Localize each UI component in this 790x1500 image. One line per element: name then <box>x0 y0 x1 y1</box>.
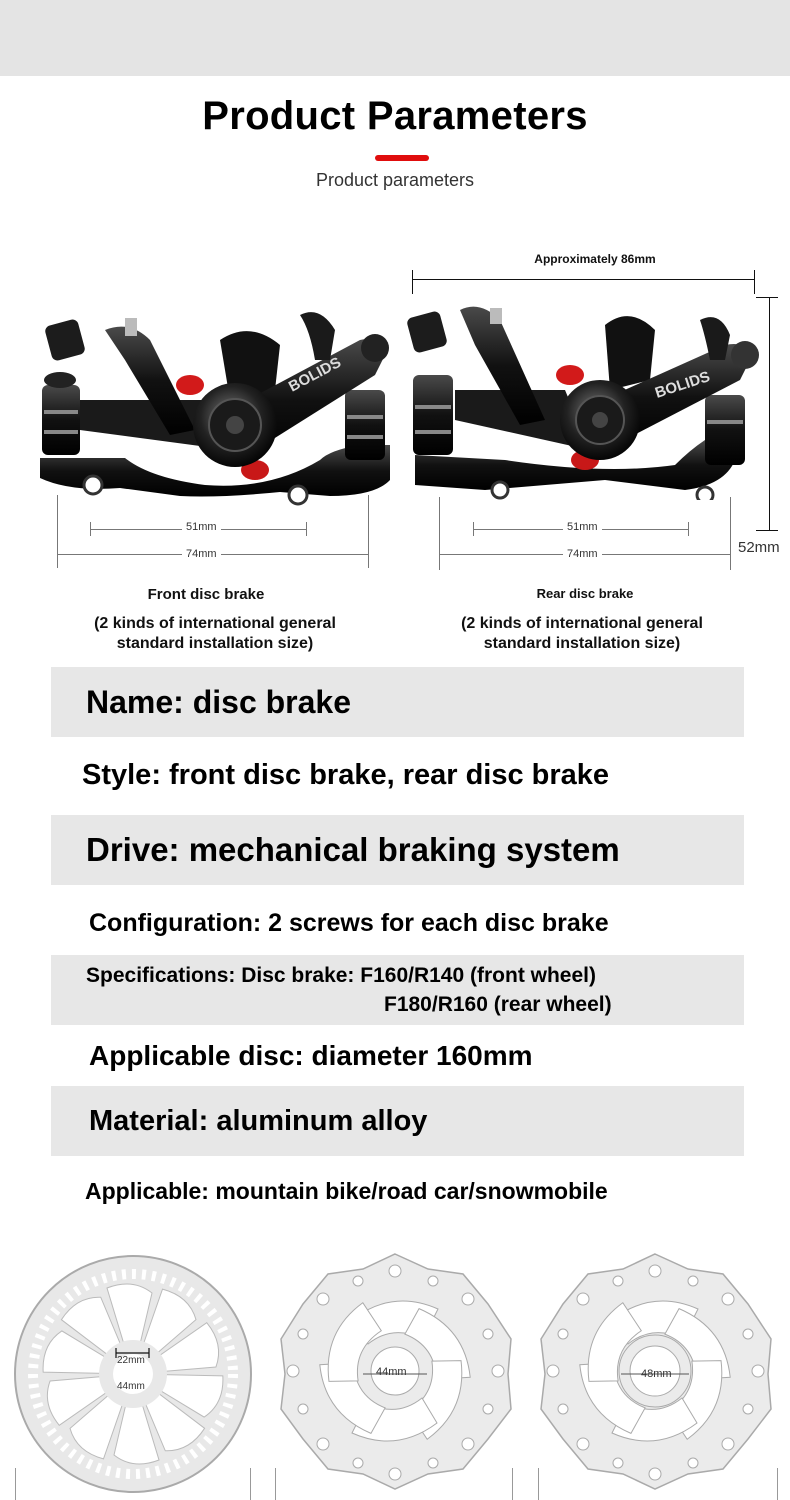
spec-configuration-text: Configuration: 2 screws for each disc br… <box>89 908 609 937</box>
dim-tick <box>306 522 307 536</box>
page-subtitle: Product parameters <box>315 170 475 190</box>
spec-row-specifications: Specifications: Disc brake: F160/R140 (f… <box>51 955 744 1025</box>
guide-line <box>512 1468 513 1500</box>
title-accent-rule <box>375 155 429 161</box>
spec-row-configuration: Configuration: 2 screws for each disc br… <box>51 890 744 956</box>
dim-tick <box>756 297 778 298</box>
top-gray-band <box>0 0 790 76</box>
spec-row-applicable: Applicable: mountain bike/road car/snowm… <box>51 1160 744 1222</box>
rear-caliper-note-line1: (2 kinds of international general <box>461 615 703 632</box>
page-title: Product Parameters <box>202 94 588 138</box>
dim-tick <box>730 497 731 570</box>
guide-line <box>250 1468 251 1500</box>
rear-caliper-image: BOLIDS <box>405 300 765 500</box>
spec-row-style: Style: front disc brake, rear disc brake <box>51 740 744 810</box>
spec-row-applicable-disc: Applicable disc: diameter 160mm <box>51 1025 744 1087</box>
dim-tick <box>368 495 369 568</box>
rear-caliper-note: (2 kinds of international general standa… <box>417 614 747 654</box>
spec-row-material: Material: aluminum alloy <box>51 1086 744 1156</box>
dim-tick <box>754 270 755 294</box>
spec-applicable-text: Applicable: mountain bike/road car/snowm… <box>85 1177 608 1204</box>
spec-drive-text: Drive: mechanical braking system <box>86 831 620 868</box>
dim-tick <box>688 522 689 536</box>
rotor-1-dim-b: 44mm <box>117 1381 145 1392</box>
front-inner-dim-label: 51mm <box>182 521 221 533</box>
rear-outer-dim-label: 74mm <box>563 548 602 560</box>
spec-name-text: Name: disc brake <box>86 683 352 720</box>
rotor-3-dim-a: 48mm <box>641 1368 672 1380</box>
rotor-1-dim-a: 22mm <box>117 1355 145 1366</box>
rotor-2-dim-a: 44mm <box>376 1366 407 1378</box>
rear-caliper-title: Rear disc brake <box>536 586 634 601</box>
dim-tick <box>439 497 440 570</box>
rear-height-dim-line <box>769 297 770 531</box>
rear-width-dim-label: Approximately 86mm <box>534 252 656 266</box>
spec-applicable-disc-text: Applicable disc: diameter 160mm <box>89 1040 533 1071</box>
guide-line <box>275 1468 276 1500</box>
guide-line <box>538 1468 539 1500</box>
dim-tick <box>90 522 91 536</box>
spec-row-name: Name: disc brake <box>51 667 744 737</box>
spec-style-text: Style: front disc brake, rear disc brake <box>82 758 610 791</box>
rear-caliper-note-line2: standard installation size) <box>483 635 681 652</box>
guide-line <box>777 1468 778 1500</box>
rear-width-dim-line <box>412 279 754 280</box>
spec-material-text: Material: aluminum alloy <box>89 1104 428 1137</box>
rotor-image-2 <box>273 1249 518 1499</box>
front-caliper-note: (2 kinds of international general standa… <box>50 614 380 654</box>
spec-specifications-text: Specifications: Disc brake: F160/R140 (f… <box>86 964 596 987</box>
front-caliper-note-line2: standard installation size) <box>116 635 314 652</box>
spec-row-drive: Drive: mechanical braking system <box>51 815 744 885</box>
rotor-image-3 <box>533 1249 778 1499</box>
dim-tick <box>412 270 413 294</box>
front-caliper-note-line1: (2 kinds of international general <box>94 615 336 632</box>
front-caliper-image: BOLIDS <box>30 300 400 510</box>
dim-tick <box>57 495 58 568</box>
rotor-image-1 <box>12 1253 254 1500</box>
front-caliper-title: Front disc brake <box>147 586 265 603</box>
dim-tick <box>473 522 474 536</box>
front-outer-dim-label: 74mm <box>182 548 221 560</box>
rear-height-dim-label: 52mm <box>738 539 780 556</box>
rear-inner-dim-label: 51mm <box>563 521 602 533</box>
spec-specifications-text-line2: F180/R160 (rear wheel) <box>384 993 612 1016</box>
dim-tick <box>756 530 778 531</box>
guide-line <box>15 1468 16 1500</box>
